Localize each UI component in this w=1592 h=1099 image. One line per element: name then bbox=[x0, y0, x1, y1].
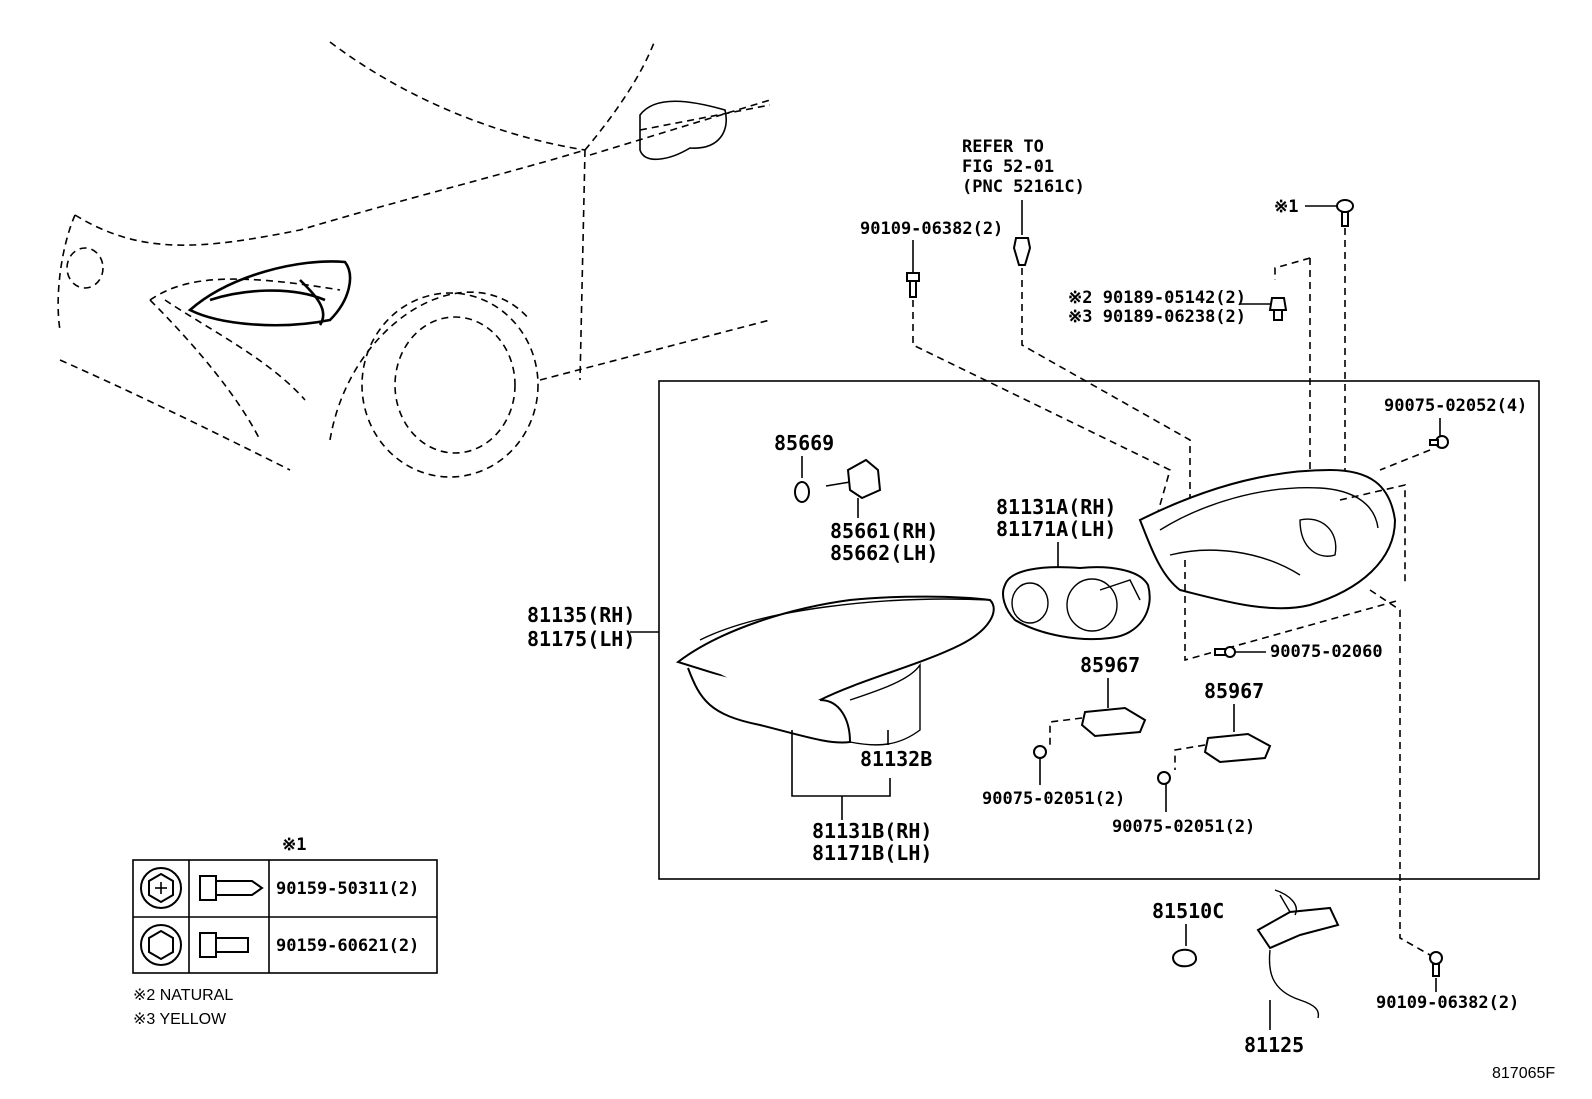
label-85967-a: 85967 bbox=[1080, 653, 1140, 677]
label-81131b: 81131B(RH) bbox=[812, 819, 932, 843]
bolt-side-view-icon bbox=[199, 932, 249, 958]
label-81171a: 81171A(LH) bbox=[996, 517, 1116, 541]
refer-line-3: (PNC 52161C) bbox=[962, 177, 1085, 197]
refer-line-1: REFER TO bbox=[962, 137, 1044, 157]
legend-note-yellow: ※3 YELLOW bbox=[133, 1011, 227, 1028]
label-90075-02051-b: 90075-02051(2) bbox=[1112, 817, 1255, 837]
hex-bolt-icon bbox=[140, 924, 182, 966]
refer-line-2: FIG 52-01 bbox=[962, 157, 1054, 177]
label-90109-top: 90109-06382(2) bbox=[860, 219, 1003, 239]
screw-x1-icon bbox=[1336, 199, 1354, 227]
label-81131a: 81131A(RH) bbox=[996, 495, 1116, 519]
screw-90075-02060-icon bbox=[1214, 646, 1236, 658]
screw-90075-02052-icon bbox=[1429, 435, 1449, 449]
legend-note-natural: ※2 NATURAL bbox=[133, 987, 233, 1004]
figure-id: 817065F bbox=[1492, 1065, 1555, 1082]
control-module-85967-a bbox=[1080, 706, 1147, 738]
screw-90075-02051-b-icon bbox=[1157, 771, 1171, 785]
legend-header: ※1 bbox=[282, 835, 306, 855]
label-81175: 81175(LH) bbox=[527, 627, 635, 651]
screw-90075-02051-a-icon bbox=[1033, 745, 1047, 759]
screw-side-view-icon bbox=[199, 875, 264, 901]
wire-harness-81125 bbox=[1256, 889, 1340, 1019]
bolt-90109-top-icon bbox=[906, 272, 920, 298]
clip-fastener-icon bbox=[1012, 237, 1032, 266]
legend-part-2: 90159-60621(2) bbox=[276, 936, 419, 956]
legend-part-1: 90159-50311(2) bbox=[276, 879, 419, 899]
label-90075-02060: 90075-02060 bbox=[1270, 642, 1383, 662]
label-81171b: 81171B(LH) bbox=[812, 841, 932, 865]
cross-head-screw-icon bbox=[140, 867, 182, 909]
bulb-socket-85661 bbox=[825, 458, 882, 500]
car-front-illustration bbox=[57, 39, 771, 478]
label-81132b: 81132B bbox=[860, 747, 932, 771]
label-85967-b: 85967 bbox=[1204, 679, 1264, 703]
label-85661: 85661(RH) bbox=[830, 519, 938, 543]
label-90075-02051-a: 90075-02051(2) bbox=[982, 789, 1125, 809]
bolt-90109-bottom-icon bbox=[1429, 951, 1443, 977]
label-85669: 85669 bbox=[774, 431, 834, 455]
control-module-85967-b bbox=[1203, 732, 1272, 764]
label-90109-bottom: 90109-06382(2) bbox=[1376, 993, 1519, 1013]
headlamp-lens-81135 bbox=[675, 595, 995, 744]
nut-90189-icon bbox=[1268, 297, 1288, 321]
label-81510c: 81510C bbox=[1152, 899, 1224, 923]
label-x1-marker: ※1 bbox=[1274, 197, 1298, 217]
side-marker-81510c bbox=[1171, 948, 1197, 968]
o-ring-85669 bbox=[794, 481, 810, 503]
label-90189-natural: ※2 90189-05142(2) bbox=[1068, 288, 1246, 308]
label-81135: 81135(RH) bbox=[527, 603, 635, 627]
projector-unit-81131a bbox=[1002, 566, 1151, 641]
lamp-housing bbox=[1138, 468, 1406, 662]
legend-table bbox=[132, 859, 438, 974]
label-81125: 81125 bbox=[1244, 1033, 1304, 1057]
assembly-frame bbox=[658, 380, 1540, 880]
label-85662: 85662(LH) bbox=[830, 541, 938, 565]
label-90075-02052: 90075-02052(4) bbox=[1384, 396, 1527, 416]
label-90189-yellow: ※3 90189-06238(2) bbox=[1068, 307, 1246, 327]
